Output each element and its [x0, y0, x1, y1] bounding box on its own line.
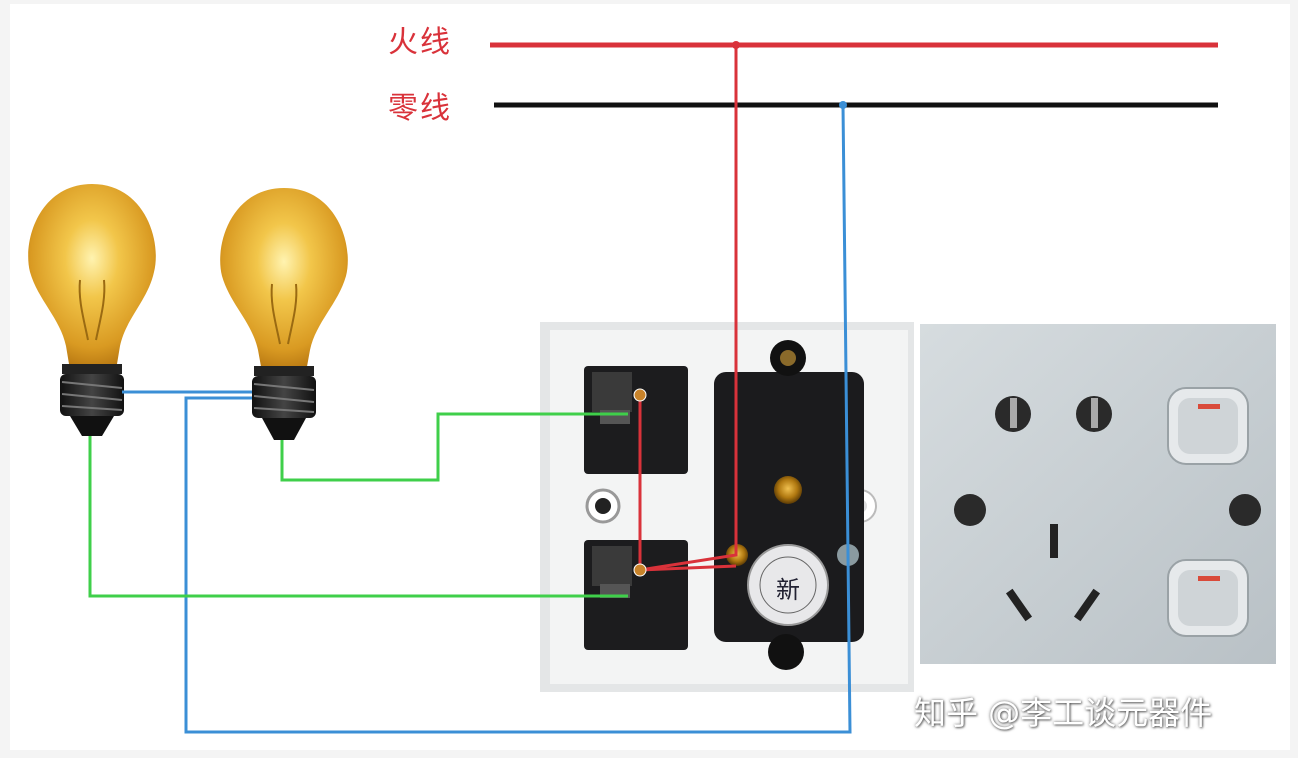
- neutral-return-wire: [184, 104, 852, 734]
- fuse-label: 新: [776, 576, 800, 604]
- switched-wire-bulb-2: [280, 412, 628, 482]
- switch-module-top: [584, 366, 688, 474]
- live-wire-label: 火线: [388, 25, 452, 60]
- neutral-wire-label: 零线: [388, 91, 452, 126]
- fuse-module: 新: [714, 340, 864, 670]
- watermark: 知乎 @李工谈元器件: [914, 694, 1213, 732]
- light-bulb-2: [220, 188, 348, 440]
- socket-panel: [920, 324, 1276, 664]
- rocker-switch-top: [1167, 387, 1249, 465]
- rocker-switch-bottom: [1167, 559, 1249, 637]
- switched-wire-bulb-1: [88, 436, 628, 598]
- switch-plate: 新: [540, 322, 914, 692]
- live-drop-wire: [638, 45, 738, 572]
- light-bulb-1: [28, 184, 156, 436]
